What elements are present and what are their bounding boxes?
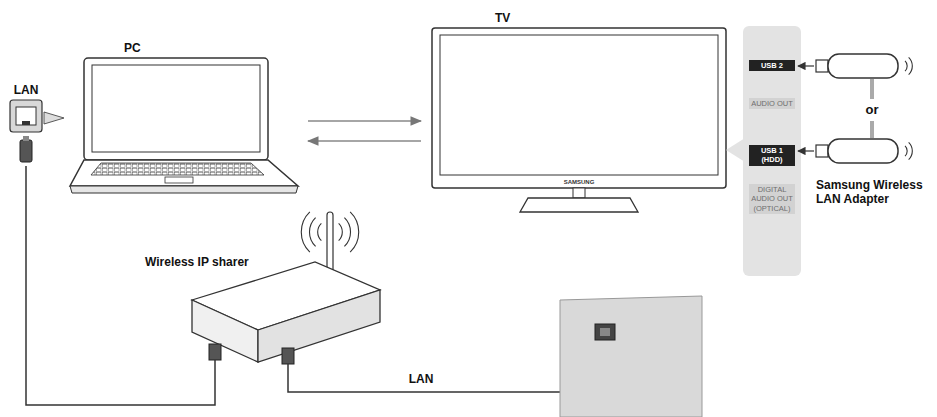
- node-label: TV: [495, 11, 510, 25]
- drawing-part: [70, 186, 298, 193]
- lan-port: [10, 100, 42, 162]
- drawing-part: [23, 136, 29, 141]
- node-label: Samsung Wireless LAN Adapter: [816, 178, 934, 206]
- wireless-waves: [301, 57, 912, 252]
- drawing-part: [258, 290, 380, 362]
- lan-cable: [26, 166, 215, 405]
- drawing-part: [600, 328, 610, 336]
- node-label: PC: [124, 41, 141, 55]
- wave-arc: [350, 212, 359, 252]
- drawing-part: [44, 112, 64, 124]
- drawing-part: [70, 160, 298, 186]
- lan-port-box: LAN: [8, 80, 44, 166]
- wireless-adapters: [798, 54, 898, 163]
- drawing-part: [743, 26, 801, 276]
- brand-label: SAMSUNG: [554, 178, 604, 188]
- drawing-part: [92, 65, 260, 152]
- drawing-part: [10, 100, 42, 132]
- wave-arc: [905, 146, 907, 156]
- drawing-part: [165, 177, 193, 183]
- port-label: DIGITAL AUDIO OUT (OPTICAL): [749, 184, 795, 214]
- port-label: USB 2: [749, 60, 795, 71]
- drawing-part: [288, 342, 604, 392]
- drawing-part: [870, 79, 874, 99]
- or-label: or: [860, 101, 884, 119]
- wave-arc: [301, 212, 310, 252]
- drawing-part: [20, 140, 32, 162]
- drawing-part: [798, 150, 814, 151]
- drawing-part: [192, 300, 258, 362]
- node-label: Wireless IP sharer: [145, 255, 249, 269]
- drawing-part: [798, 65, 814, 66]
- pc-box: PC: [68, 38, 304, 200]
- drawing-part: [214, 360, 216, 372]
- data-arrow: [308, 120, 421, 121]
- drawing-part: [816, 145, 828, 157]
- wave-arc: [309, 218, 315, 247]
- wave-arc: [909, 142, 913, 159]
- tv-box: TV: [425, 8, 735, 218]
- drawing-part: [520, 198, 638, 212]
- drawing-part: [828, 139, 898, 163]
- drawing-part: [595, 324, 615, 340]
- drawing-part: [726, 138, 745, 162]
- cable-label: LAN: [404, 371, 438, 388]
- drawing-part: [870, 121, 874, 138]
- drawing-part: [282, 348, 294, 364]
- drawing-part: [573, 188, 585, 198]
- wave-arc: [344, 218, 350, 247]
- wave-arc: [909, 57, 913, 74]
- adapter-box: Samsung Wireless LAN Adapter: [812, 178, 934, 234]
- wave-arc: [339, 223, 343, 240]
- port-label: USB 1 (HDD): [749, 145, 795, 166]
- drawing-part: [440, 35, 718, 175]
- router-box: Wireless IP sharer: [140, 252, 386, 372]
- drawing-part: [16, 107, 36, 125]
- wave-arc: [318, 223, 322, 240]
- port-panel: [726, 26, 801, 276]
- data-arrow: [308, 140, 421, 141]
- tv: [432, 28, 726, 212]
- drawing-part: [432, 28, 726, 188]
- drawing-part: [209, 344, 221, 360]
- laptop: [44, 58, 298, 193]
- port-label: AUDIO OUT: [749, 98, 795, 109]
- node-label: LAN: [14, 83, 39, 97]
- drawing-part: [816, 60, 828, 72]
- drawing-part: [84, 58, 268, 160]
- wave-arc: [905, 61, 907, 71]
- drawing-part: [560, 296, 702, 417]
- router: [192, 212, 604, 392]
- drawing-part: [91, 163, 264, 175]
- drawing-part: [22, 121, 30, 125]
- wall-jack: [560, 296, 702, 417]
- drawing-part: [828, 54, 898, 78]
